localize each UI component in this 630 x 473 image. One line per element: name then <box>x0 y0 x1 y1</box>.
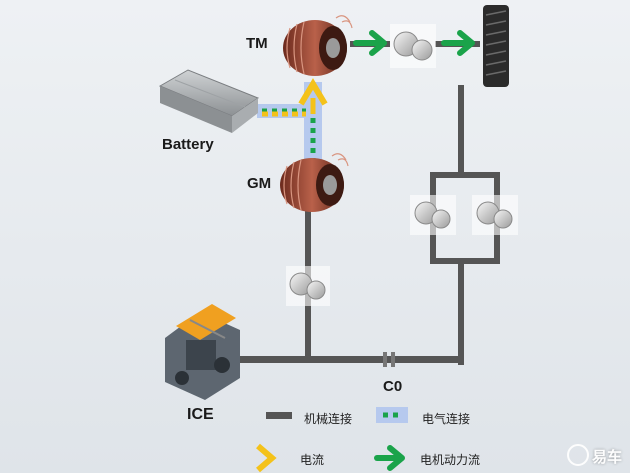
wheel-tire-icon <box>483 5 509 87</box>
electrical-connection <box>257 82 322 164</box>
legend-current-label: 电流 <box>300 453 325 467</box>
current-flow-arrow <box>262 78 328 117</box>
gearset-icon-right <box>472 195 518 235</box>
watermark-logo-icon <box>566 444 589 466</box>
watermark: 易车 <box>566 444 622 467</box>
gearset-icon-lower <box>286 266 330 306</box>
gearset-icon-left <box>410 195 456 235</box>
legend-electrical-symbol <box>376 407 408 423</box>
generator-motor-icon <box>280 153 349 212</box>
engine-icon <box>165 304 240 400</box>
gm-label: GM <box>247 175 272 192</box>
battery-label: Battery <box>162 136 214 153</box>
ice-label: ICE <box>187 406 214 423</box>
c0-label: C0 <box>383 378 403 395</box>
tm-label: TM <box>246 35 268 52</box>
watermark-text: 易车 <box>591 449 622 466</box>
mechanical-shafts <box>240 41 500 365</box>
clutch-icon <box>383 352 395 367</box>
traction-motor-icon <box>283 15 353 76</box>
legend-mechanical-label: 机械连接 <box>304 412 353 426</box>
legend-current-arrow <box>256 443 277 473</box>
gearset-icon-top <box>390 24 436 68</box>
legend-motor-arrow <box>374 445 405 471</box>
legend-mechanical-symbol <box>266 412 292 419</box>
legend-motor-power-flow-label: 电机动力流 <box>420 453 481 467</box>
motor-power-flow-arrows <box>353 30 475 56</box>
legend-electrical-label: 电气连接 <box>422 412 471 426</box>
battery-pack-icon <box>158 69 260 133</box>
